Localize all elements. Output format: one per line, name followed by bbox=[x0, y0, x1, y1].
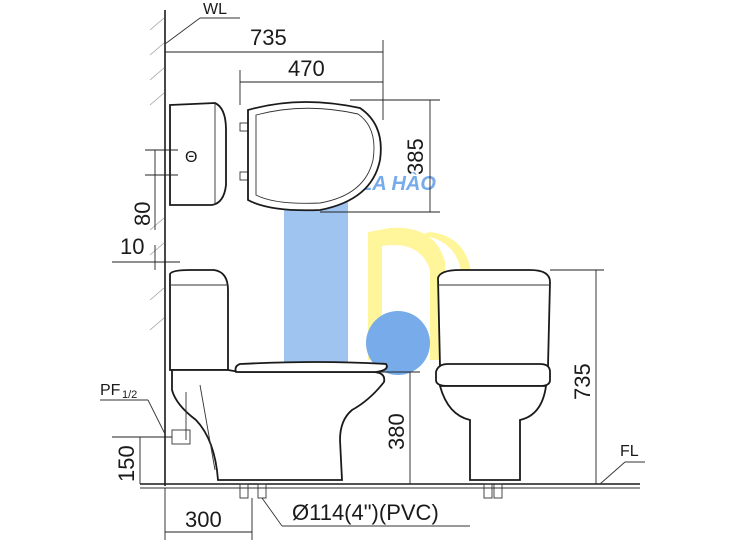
dim-seat-470: 470 bbox=[239, 56, 383, 105]
fl-label: FL bbox=[620, 443, 639, 460]
supply-valve bbox=[171, 429, 191, 445]
watermark-blue-dot bbox=[366, 311, 430, 375]
dim-right-735: 735 bbox=[550, 269, 604, 484]
dim-left-10-value: 10 bbox=[120, 234, 144, 259]
hinge-bottom bbox=[239, 171, 249, 181]
dim-seat-385: 385 bbox=[320, 99, 440, 213]
front-seat bbox=[435, 363, 551, 387]
pipe-label: Ø114(4")(PVC) bbox=[292, 500, 439, 525]
side-tank bbox=[169, 269, 229, 371]
dim-left-80-value: 80 bbox=[130, 202, 155, 226]
side-seat bbox=[234, 361, 388, 373]
wl-label: WL bbox=[203, 1, 227, 18]
watermark-blue-bar bbox=[284, 172, 348, 380]
pipe-callout: Ø114(4")(PVC) bbox=[261, 497, 470, 527]
pf-callout: PF 1/2 bbox=[100, 382, 166, 435]
top-seat bbox=[247, 101, 382, 212]
wall: WL bbox=[149, 1, 240, 486]
dim-seat-height-380: 380 bbox=[376, 371, 420, 484]
dim-left-10: 10 bbox=[112, 234, 180, 270]
watermark-text: LA HÀO bbox=[360, 172, 436, 195]
dim-bottom-300: 300 bbox=[164, 488, 253, 540]
front-bowl bbox=[438, 385, 548, 481]
dim-left-150-value: 150 bbox=[114, 445, 139, 482]
dim-top-735: 735 bbox=[165, 25, 384, 120]
fl-leader bbox=[599, 461, 626, 485]
front-tank bbox=[437, 269, 551, 367]
flush-symbol: Θ bbox=[185, 149, 197, 166]
dim-seat-385-value: 385 bbox=[403, 138, 428, 175]
side-drain-stub bbox=[239, 483, 249, 499]
dim-bottom-300-value: 300 bbox=[185, 507, 222, 532]
dim-seat-470-value: 470 bbox=[288, 56, 325, 81]
side-view bbox=[160, 269, 388, 499]
dim-seat-height-380-value: 380 bbox=[384, 413, 409, 450]
front-drain-stub bbox=[483, 483, 493, 499]
dim-left-80: 80 bbox=[130, 149, 178, 230]
hinge-top bbox=[239, 122, 249, 132]
dim-top-735-value: 735 bbox=[250, 25, 287, 50]
pf-label: PF bbox=[100, 382, 121, 399]
top-view: Θ bbox=[169, 101, 382, 212]
floor: FL bbox=[140, 443, 645, 489]
pf-sub-label: 1/2 bbox=[122, 389, 137, 401]
side-bowl bbox=[171, 369, 386, 481]
dim-left-150: 150 bbox=[112, 436, 172, 484]
top-tank bbox=[169, 102, 227, 206]
wl-leader bbox=[164, 17, 201, 45]
dim-right-735-value: 735 bbox=[570, 363, 595, 400]
front-view bbox=[435, 269, 551, 499]
